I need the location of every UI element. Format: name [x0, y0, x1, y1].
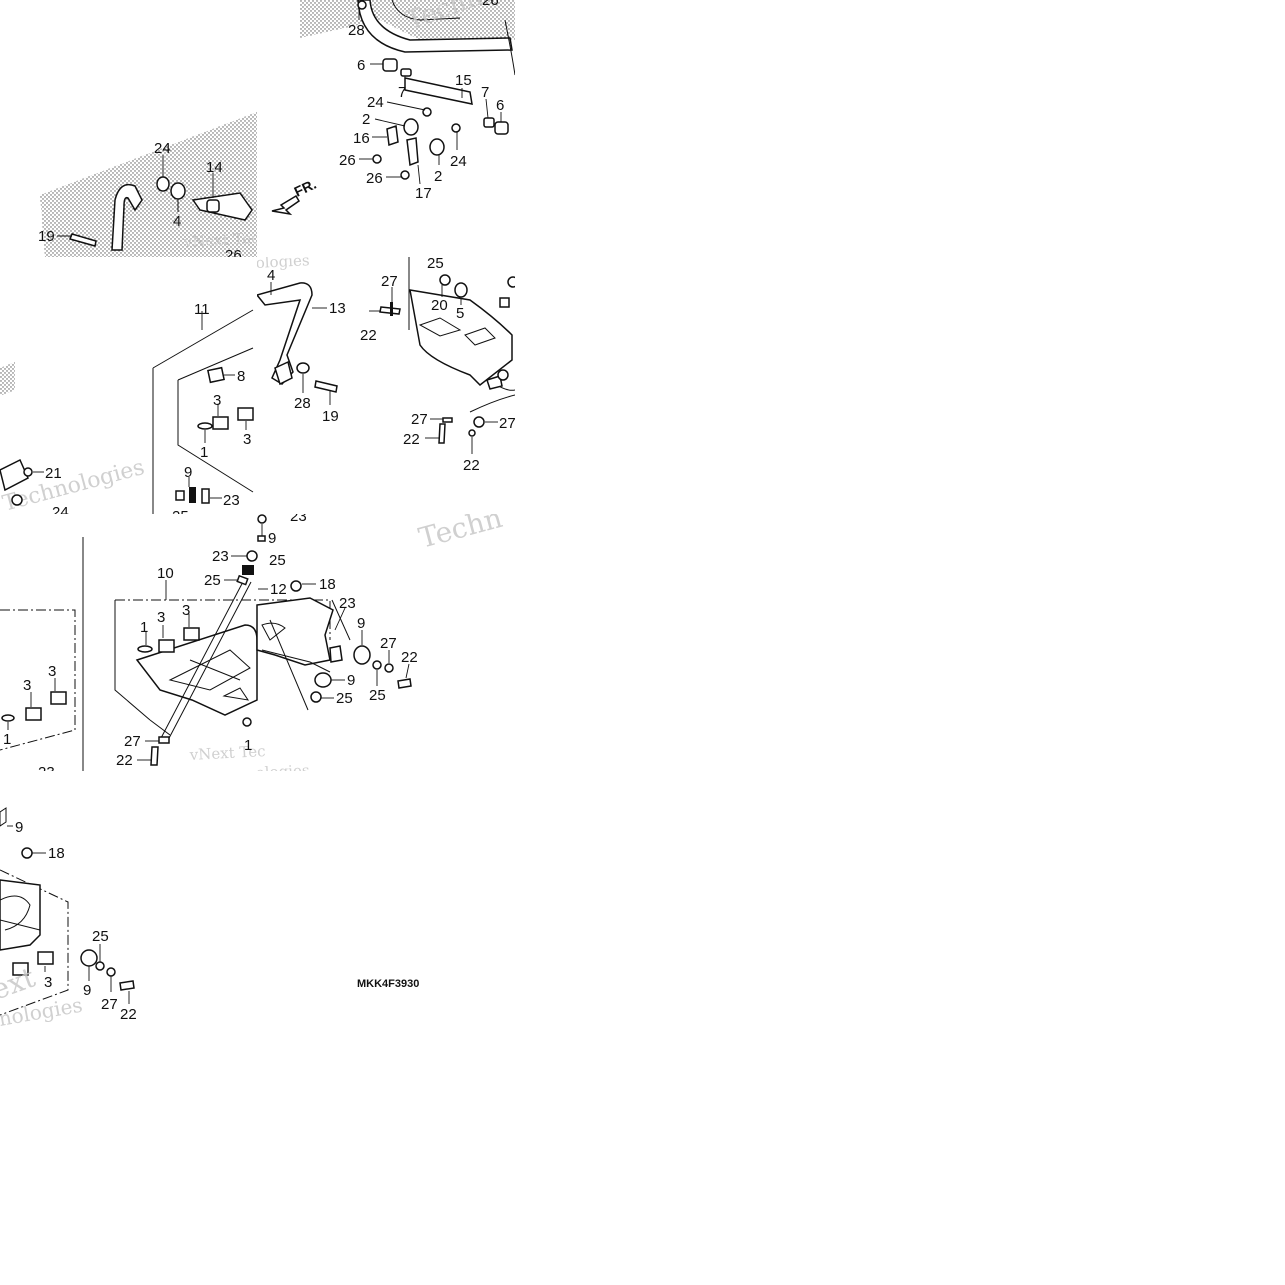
callout: 25 [204, 572, 221, 589]
callout: 25 [369, 687, 386, 704]
callout: 19 [38, 228, 55, 245]
callout: 25 [336, 690, 353, 707]
callout: 16 [353, 130, 370, 147]
callout: 23 [223, 492, 240, 509]
callout: 5 [456, 305, 464, 322]
callout: 18 [319, 576, 336, 593]
callout: 3 [44, 974, 52, 991]
callout: 9 [15, 819, 23, 836]
callout: 25 [172, 508, 189, 525]
callout: 25 [92, 928, 109, 945]
callout: 9 [347, 672, 355, 689]
callout: 27 [380, 635, 397, 652]
callout: 22 [116, 752, 133, 769]
callout: 24 [450, 153, 467, 170]
watermark: vNext Tec [182, 229, 260, 251]
part-code: MKK4F3930 [357, 978, 419, 990]
callout: 22 [360, 327, 377, 344]
callout: 15 [455, 72, 472, 89]
callout: 28 [348, 22, 365, 39]
callout: 27 [499, 415, 516, 432]
callout: 27 [101, 996, 118, 1013]
callout: 23 [290, 508, 307, 525]
callout: 9 [83, 982, 91, 999]
watermark: ext [0, 960, 40, 1006]
callout: 4 [267, 267, 275, 284]
callout: 23 [38, 764, 55, 781]
tile-side-guard: vNext Tec 24 14 4 19 26 [38, 112, 260, 264]
callout: 4 [173, 213, 181, 230]
callout: 3 [243, 431, 251, 448]
tile-guard-bar-right: 4 13 28 19 ologies [255, 251, 346, 425]
callout: 3 [48, 663, 56, 680]
callout: 1 [140, 619, 148, 636]
callout: 10 [157, 565, 174, 582]
callout: 2 [362, 111, 370, 128]
callout: 13 [329, 300, 346, 317]
watermark: ologies [255, 251, 310, 272]
callout: 7 [398, 84, 406, 101]
callout: 23 [212, 548, 229, 565]
direction-label: FR. [292, 176, 319, 200]
callout: 26 [366, 170, 383, 187]
callout: 25 [427, 255, 444, 272]
callout: 2 [434, 168, 442, 185]
callout: 22 [120, 1006, 137, 1023]
callout: 12 [270, 581, 287, 598]
tile-skid-plate-lower: 9 18 25 3 9 27 22 ext nologies MKK4F3930 [0, 807, 419, 1028]
callout: 26 [225, 247, 242, 264]
watermark: Techn [415, 501, 505, 555]
callout: 26 [339, 152, 356, 169]
callout: 24 [52, 504, 69, 521]
callout: 22 [401, 649, 418, 666]
callout: 22 [463, 457, 480, 474]
callout: 22 [403, 431, 420, 448]
callout: 19 [322, 408, 339, 425]
callout: 25 [269, 552, 286, 569]
callout: 20 [431, 297, 448, 314]
watermark: vNext Tec [188, 742, 266, 764]
callout: 9 [268, 530, 276, 547]
tile-front-bracket: FR. Techno 28 26 6 7 15 7 6 24 2 16 24 2… [271, 0, 515, 216]
tile-guard-bar: Technologies 11 8 3 3 1 9 23 25 21 24 [0, 301, 254, 525]
callout: 17 [415, 185, 432, 202]
callout: 27 [411, 411, 428, 428]
callout: 6 [357, 57, 365, 74]
callout: 21 [45, 465, 62, 482]
callout: 3 [157, 609, 165, 626]
watermark: ologies [255, 761, 310, 782]
callout: 24 [154, 140, 171, 157]
tile-skid-plate: Techn 3 3 1 23 [0, 501, 506, 782]
callout: 26 [482, 0, 499, 9]
callout: 24 [367, 94, 384, 111]
callout: 6 [496, 97, 504, 114]
callout: 28 [294, 395, 311, 412]
callout: 1 [244, 737, 252, 754]
callout: 14 [206, 159, 223, 176]
callout: 3 [213, 392, 221, 409]
callout: 1 [200, 444, 208, 461]
callout: 23 [339, 595, 356, 612]
callout: 11 [194, 301, 210, 318]
callout: 1 [3, 731, 11, 748]
callout: 3 [182, 602, 190, 619]
callout: 9 [357, 615, 365, 632]
callout: 3 [23, 677, 31, 694]
callout: 9 [184, 464, 192, 481]
callout: 8 [237, 368, 245, 385]
callout: 27 [124, 733, 141, 750]
callout: 27 [381, 273, 398, 290]
tile-side-cover: 25 27 20 5 22 27 27 22 22 [360, 255, 516, 474]
callout: 18 [48, 845, 65, 862]
callout: 7 [481, 84, 489, 101]
